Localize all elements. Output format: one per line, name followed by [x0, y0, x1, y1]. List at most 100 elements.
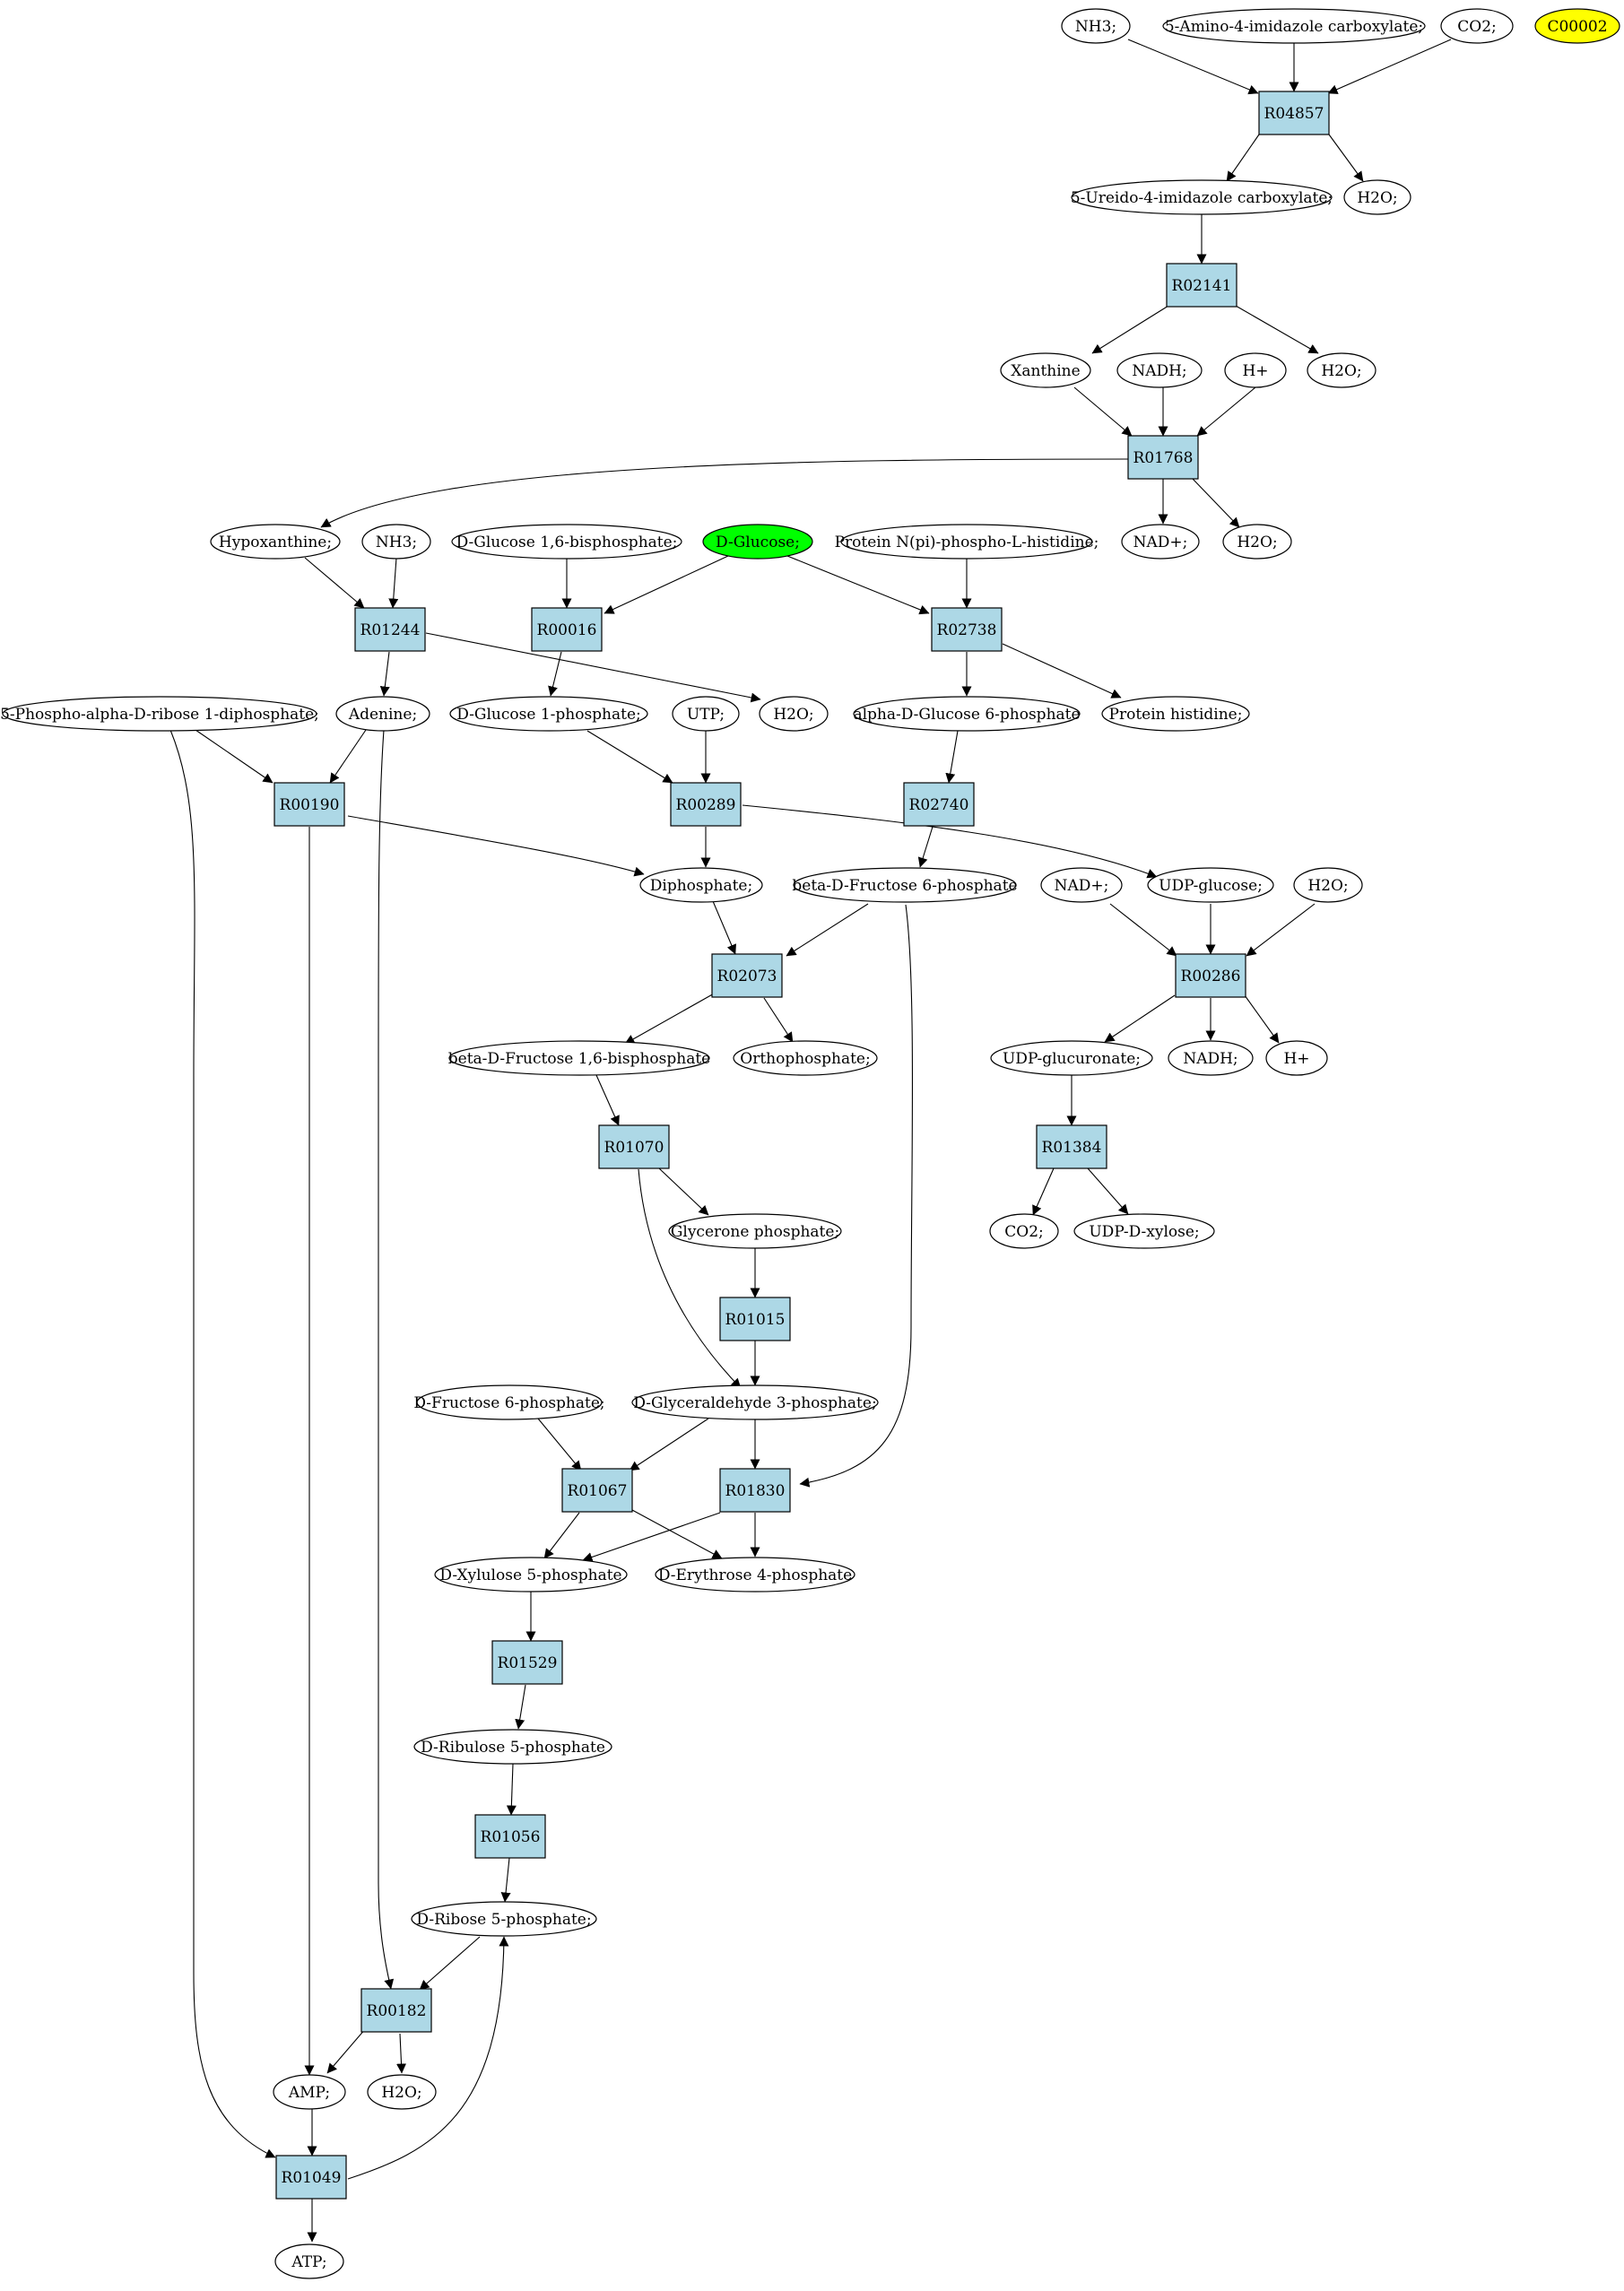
compound-nad-plus[interactable]: NAD+; [1040, 867, 1123, 903]
reaction-label: R01015 [725, 1311, 786, 1329]
compound-utp[interactable]: UTP; [672, 696, 740, 732]
edge-r00190-to-diphosphate [347, 815, 645, 877]
compound-ureido-imidazole-carboxylate[interactable]: 5-Ureido-4-imidazole carboxylate; [1071, 179, 1333, 215]
reaction-r01067[interactable]: R01067 [561, 1468, 633, 1513]
compound-h2o[interactable]: H2O; [367, 2074, 437, 2110]
reaction-r04857[interactable]: R04857 [1258, 91, 1330, 135]
reaction-r02141[interactable]: R02141 [1166, 263, 1238, 308]
reaction-r01244[interactable]: R01244 [354, 607, 426, 652]
compound-atp[interactable]: ATP; [274, 2243, 344, 2279]
compound-nh3[interactable]: NH3; [1061, 8, 1131, 44]
reaction-r01830[interactable]: R01830 [719, 1468, 791, 1513]
compound-beta-d-fructose-6-phosphate[interactable]: beta-D-Fructose 6-phosphate [792, 867, 1018, 903]
compound-d-glyceraldehyde-3-phosphate[interactable]: D-Glyceraldehyde 3-phosphate; [631, 1384, 879, 1420]
edges-layer [169, 39, 1452, 2243]
compound-nadh[interactable]: NADH; [1116, 352, 1203, 388]
reaction-label: R02740 [909, 796, 969, 814]
compound-udp-d-xylose[interactable]: UDP-D-xylose; [1073, 1213, 1215, 1249]
compound-nadh[interactable]: NADH; [1168, 1040, 1254, 1076]
compound-label: H+ [1242, 362, 1268, 380]
compound-beta-d-fructose-16-bisphosphate[interactable]: beta-D-Fructose 1,6-bisphosphate [448, 1040, 710, 1076]
reaction-r00016[interactable]: R00016 [531, 607, 603, 652]
compound-label: C00002 [1547, 18, 1607, 36]
compound-protein-histidine[interactable]: Protein histidine; [1101, 696, 1250, 732]
compound-udp-glucose[interactable]: UDP-glucose; [1147, 867, 1274, 903]
compound-c00002[interactable]: C00002 [1534, 8, 1620, 44]
compound-diphosphate[interactable]: Diphosphate; [639, 867, 763, 903]
reaction-r01384[interactable]: R01384 [1036, 1124, 1107, 1169]
compound-d-fructose-6-phosphate[interactable]: D-Fructose 6-phosphate; [413, 1384, 605, 1420]
reaction-r01015[interactable]: R01015 [719, 1297, 791, 1341]
reaction-r00289[interactable]: R00289 [670, 782, 742, 827]
compound-label: Orthophosphate; [740, 1050, 870, 1068]
reaction-label: R01049 [282, 2169, 342, 2187]
compound-h2o[interactable]: H2O; [1343, 179, 1411, 215]
edge-ribose5p-to-r00182 [419, 1936, 481, 1991]
reaction-r01070[interactable]: R01070 [598, 1124, 670, 1169]
compound-co2[interactable]: CO2; [989, 1213, 1059, 1249]
reaction-r01049[interactable]: R01049 [275, 2155, 347, 2200]
reaction-r01768[interactable]: R01768 [1127, 435, 1199, 480]
compound-udp-glucuronate[interactable]: UDP-glucuronate; [990, 1040, 1153, 1076]
reaction-r00190[interactable]: R00190 [274, 782, 345, 827]
compound-d-erythrose-4-phosphate[interactable]: D-Erythrose 4-phosphate [655, 1557, 855, 1592]
compound-glycerone-phosphate[interactable]: Glycerone phosphate; [668, 1213, 842, 1249]
compound-d-xylulose-5-phosphate[interactable]: D-Xylulose 5-phosphate [434, 1557, 628, 1592]
compound-label: Protein N(pi)-phospho-L-histidine; [835, 534, 1099, 551]
reaction-r02073[interactable]: R02073 [711, 953, 783, 998]
compound-d-glucose-16-bisphosphate[interactable]: D-Glucose 1,6-bisphosphate; [451, 524, 682, 560]
compound-nad-plus[interactable]: NAD+; [1121, 524, 1200, 560]
compound-orthophosphate[interactable]: Orthophosphate; [733, 1040, 878, 1076]
edge-dglucose-to-r00016 [604, 555, 729, 614]
compound-label: D-Glucose; [716, 534, 800, 551]
edge-fructose6pbeta-to-r02073 [786, 903, 869, 957]
reaction-r01056[interactable]: R01056 [474, 1814, 546, 1859]
compound-amino-imidazole-carboxylate[interactable]: 5-Amino-4-imidazole carboxylate; [1162, 8, 1426, 44]
compound-label: NAD+; [1133, 534, 1188, 551]
reaction-label: R01768 [1133, 449, 1194, 467]
edge-h2o-to-r00286 [1246, 903, 1316, 957]
edge-r00286-to-udpglucuronate [1104, 994, 1176, 1043]
compound-adenine[interactable]: Adenine; [335, 696, 430, 732]
edge-r00286-to-hplus [1244, 994, 1280, 1044]
compound-h2o[interactable]: H2O; [759, 696, 829, 732]
edge-r02073-to-fructose16bp [624, 992, 716, 1045]
compound-d-ribose-5-phosphate[interactable]: D-Ribose 5-phosphate; [411, 1901, 597, 1937]
compound-d-glucose[interactable]: D-Glucose; [702, 524, 813, 560]
compound-h2o[interactable]: H2O; [1307, 352, 1376, 388]
reaction-r00286[interactable]: R00286 [1175, 953, 1246, 998]
reaction-label: R02073 [717, 968, 777, 985]
edge-r01049-to-ribose5p [347, 1936, 509, 2180]
reaction-r00182[interactable]: R00182 [360, 1988, 432, 2033]
compound-prpp[interactable]: 5-Phospho-alpha-D-ribose 1-diphosphate; [0, 696, 319, 732]
compound-d-glucose-1-phosphate[interactable]: D-Glucose 1-phosphate; [449, 696, 648, 732]
edge-nh3-to-r04857 [1127, 39, 1259, 95]
compound-h-plus[interactable]: H+ [1265, 1040, 1328, 1076]
compound-hypoxanthine[interactable]: Hypoxanthine; [210, 524, 341, 560]
compound-d-ribulose-5-phosphate[interactable]: D-Ribulose 5-phosphate [413, 1729, 612, 1765]
reaction-label: R02141 [1172, 277, 1232, 295]
reaction-r02740[interactable]: R02740 [903, 782, 975, 827]
compound-label: D-Glucose 1,6-bisphosphate; [456, 534, 678, 551]
compound-xanthine[interactable]: Xanthine [1000, 352, 1091, 388]
compound-alpha-d-glucose-6-phosphate[interactable]: alpha-D-Glucose 6-phosphate [853, 696, 1081, 732]
compound-h2o[interactable]: H2O; [1293, 867, 1363, 903]
compound-amp[interactable]: AMP; [273, 2074, 346, 2110]
edge-glucose1p-to-r00289 [586, 730, 673, 784]
compound-label: 5-Phospho-alpha-D-ribose 1-diphosphate; [0, 706, 319, 724]
compound-label: H2O; [1237, 534, 1277, 551]
compound-label: Protein histidine; [1109, 706, 1243, 724]
compound-h2o[interactable]: H2O; [1222, 524, 1292, 560]
reaction-r02738[interactable]: R02738 [931, 607, 1003, 652]
compounds-layer: NH3; 5-Amino-4-imidazole carboxylate; CO… [0, 8, 1620, 2279]
compound-co2[interactable]: CO2; [1440, 8, 1514, 44]
compound-h-plus[interactable]: H+ [1224, 352, 1287, 388]
compound-label: D-Erythrose 4-phosphate [658, 1566, 852, 1584]
compound-protein-nphospho-histidine[interactable]: Protein N(pi)-phospho-L-histidine; [835, 524, 1099, 560]
compound-label: Diphosphate; [650, 877, 752, 895]
compound-label: AMP; [288, 2084, 330, 2102]
reaction-r01529[interactable]: R01529 [491, 1640, 563, 1685]
compound-label: H2O; [773, 706, 813, 724]
compound-nh3[interactable]: NH3; [361, 524, 431, 560]
edge-r01529-to-ribulose5p [515, 1684, 526, 1730]
